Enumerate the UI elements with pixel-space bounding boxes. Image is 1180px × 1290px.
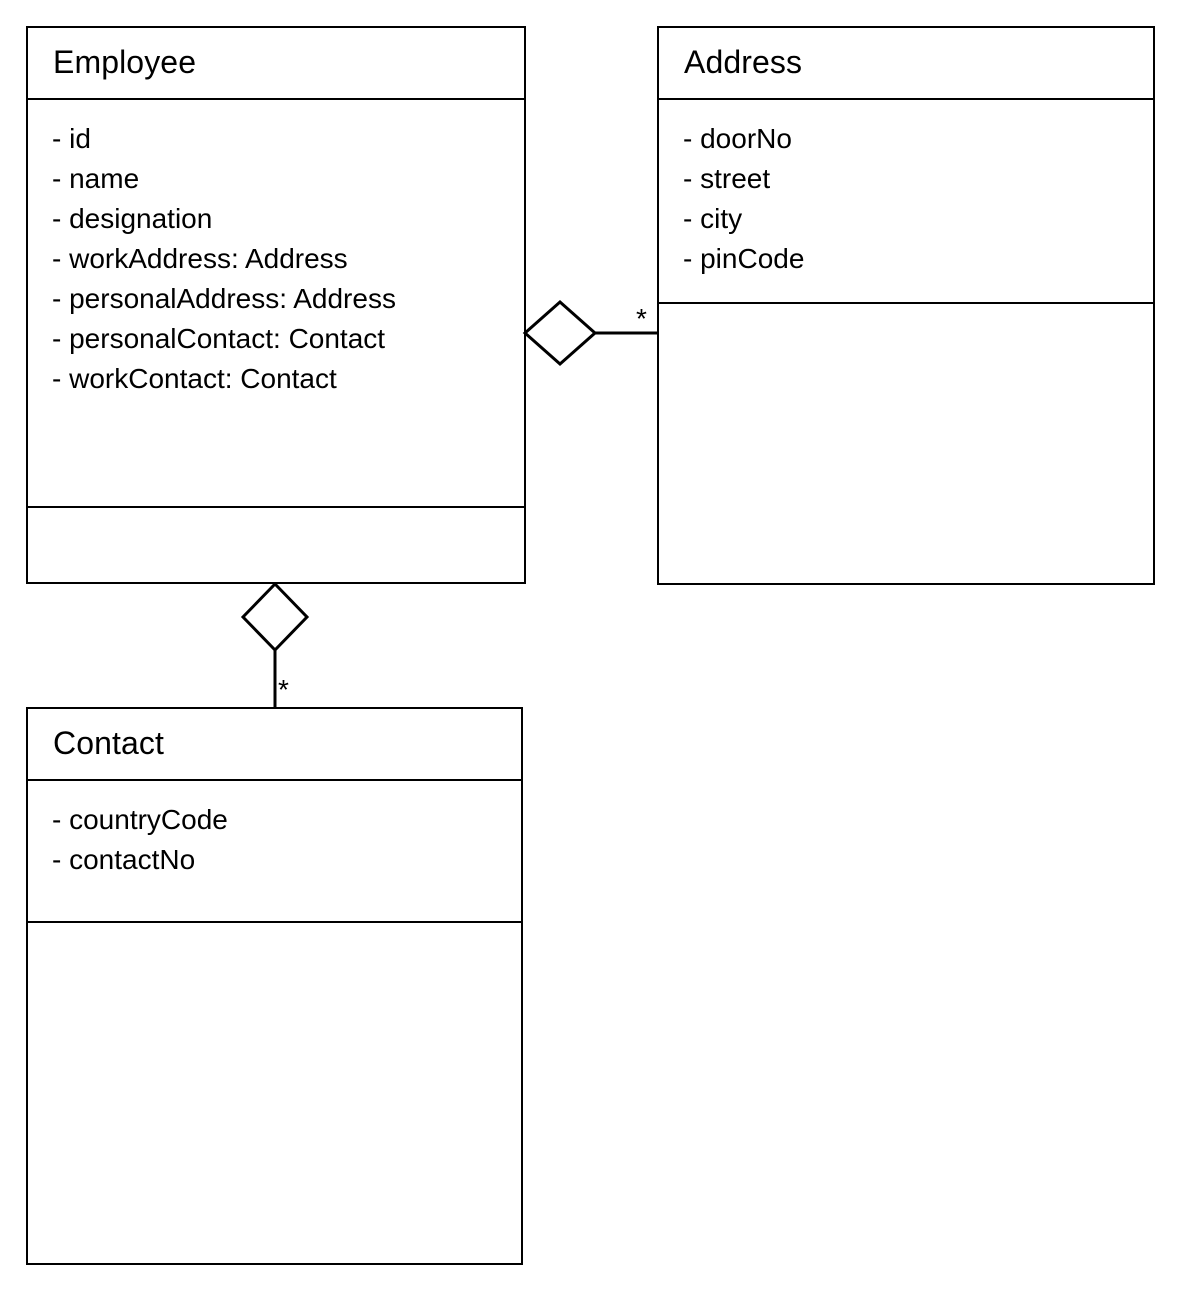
class-name-employee: Employee xyxy=(53,44,197,80)
class-name-address: Address xyxy=(684,44,803,80)
class-methods-compartment-employee xyxy=(28,506,524,582)
attribute-item: - workAddress: Address xyxy=(52,243,348,274)
attribute-item: - pinCode xyxy=(683,243,805,274)
attribute-list-address: - doorNo - street - city - pinCode xyxy=(683,119,804,279)
attribute-item: - personalContact: Contact xyxy=(52,323,386,354)
aggregation-employee-contact[interactable] xyxy=(240,581,310,707)
class-title-compartment-employee: Employee xyxy=(28,28,524,98)
attribute-item: - personalAddress: Address xyxy=(52,283,396,314)
class-methods-compartment-contact xyxy=(28,921,521,1263)
multiplicity-label-address: * xyxy=(636,303,647,334)
class-title-compartment-address: Address xyxy=(659,28,1153,98)
aggregation-diamond-employee-address[interactable] xyxy=(522,299,598,367)
class-box-address[interactable]: Address - doorNo - street - city - pinCo… xyxy=(657,26,1155,585)
attribute-list-contact: - countryCode - contactNo xyxy=(52,800,228,880)
attribute-item: - workContact: Contact xyxy=(52,363,337,394)
attribute-item: - name xyxy=(52,163,140,194)
attribute-item: - doorNo xyxy=(683,123,792,154)
attribute-item: - id xyxy=(52,123,91,154)
class-box-contact[interactable]: Contact - countryCode - contactNo xyxy=(26,707,523,1265)
class-methods-compartment-address xyxy=(659,302,1153,583)
attribute-list-employee: - id - name - designation - workAddress:… xyxy=(52,119,396,399)
class-title-compartment-contact: Contact xyxy=(28,709,521,779)
multiplicity-label-contact: * xyxy=(278,674,289,705)
attribute-item: - city xyxy=(683,203,743,234)
attribute-item: - contactNo xyxy=(52,844,196,875)
attribute-item: - countryCode xyxy=(52,804,228,835)
class-attributes-compartment-address: - doorNo - street - city - pinCode xyxy=(659,98,1153,302)
class-attributes-compartment-employee: - id - name - designation - workAddress:… xyxy=(28,98,524,506)
attribute-item: - street xyxy=(683,163,771,194)
aggregation-diamond-employee-contact[interactable] xyxy=(240,581,310,653)
class-attributes-compartment-contact: - countryCode - contactNo xyxy=(28,779,521,921)
class-name-contact: Contact xyxy=(53,725,164,761)
class-box-employee[interactable]: Employee - id - name - designation - wor… xyxy=(26,26,526,584)
attribute-item: - designation xyxy=(52,203,213,234)
